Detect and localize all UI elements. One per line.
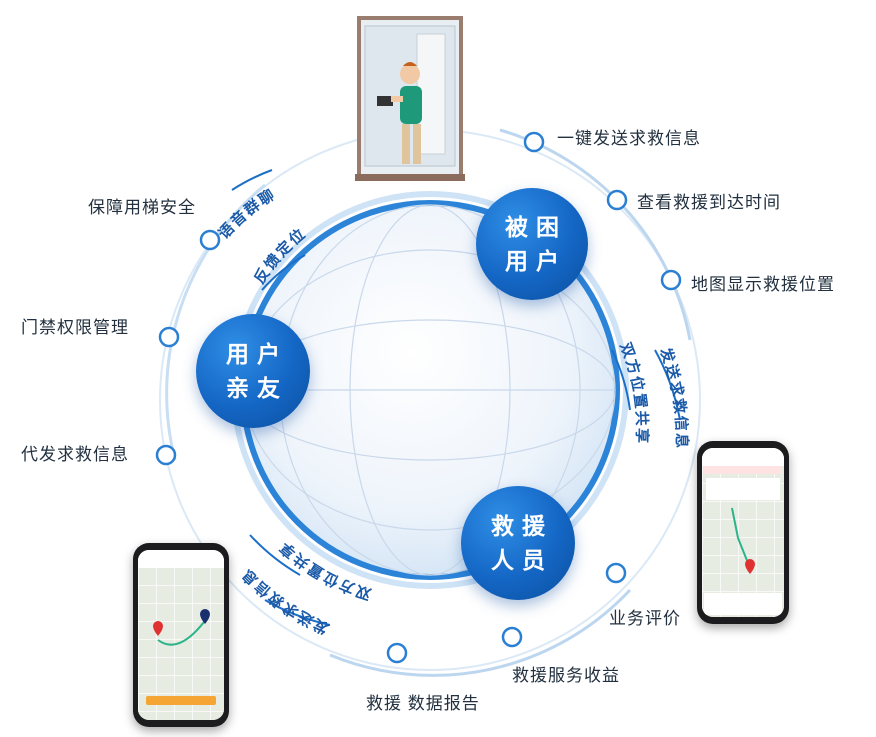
phone-family-app (133, 543, 229, 727)
node-rescuer: 救援 人员 (461, 486, 575, 600)
map-background (702, 448, 784, 617)
label-service-rating: 业务评价 (609, 609, 681, 628)
map-route (704, 466, 782, 615)
arc-arrows (231, 169, 681, 626)
dot-one-key-help (523, 131, 545, 153)
label-send-proxy: 代发求救信息 (21, 445, 129, 464)
outer-arc-bottom (329, 588, 632, 677)
label-service-income: 救援服务收益 (512, 666, 620, 685)
dot-send-proxy (155, 444, 177, 466)
phone-rescuer-header (702, 448, 784, 466)
label-one-key-help: 一键发送求救信息 (557, 129, 701, 148)
node-trapped-user: 被困 用户 (476, 188, 588, 300)
label-map-position: 地图显示救援位置 (691, 275, 835, 294)
map-route (146, 609, 216, 705)
label-elevator-safety: 保障用梯安全 (88, 198, 196, 217)
dot-access-control (158, 326, 180, 348)
dot-elevator-safety (199, 229, 221, 251)
phone-rescuer-app (697, 441, 789, 624)
arc-label-voice: 语音群聊 (215, 185, 279, 243)
arc-label-send-right: 发送求救信息 (656, 344, 691, 450)
phone-family-screen (138, 550, 224, 720)
phone-family-header (138, 550, 224, 568)
dot-data-report (386, 642, 408, 664)
map-pin-navy-icon (200, 609, 210, 624)
elevator-icon (355, 16, 465, 181)
label-access-control: 门禁权限管理 (21, 318, 129, 337)
map-pin-red-icon (745, 559, 755, 574)
elevator-illustration (355, 16, 465, 181)
map-background (138, 550, 224, 720)
dot-service-income (501, 626, 523, 648)
outer-arc-left (165, 183, 266, 461)
dot-map-position (660, 269, 682, 291)
phone-rescuer-screen (702, 448, 784, 617)
feature-dots (155, 131, 682, 664)
map-pin-red-icon (153, 621, 163, 636)
dot-service-rating (605, 562, 627, 584)
node-family: 用户 亲友 (196, 314, 310, 428)
label-arrival-time: 查看救援到达时间 (637, 193, 781, 212)
dot-arrival-time (606, 189, 628, 211)
label-data-report: 救援 数据报告 (366, 694, 480, 713)
